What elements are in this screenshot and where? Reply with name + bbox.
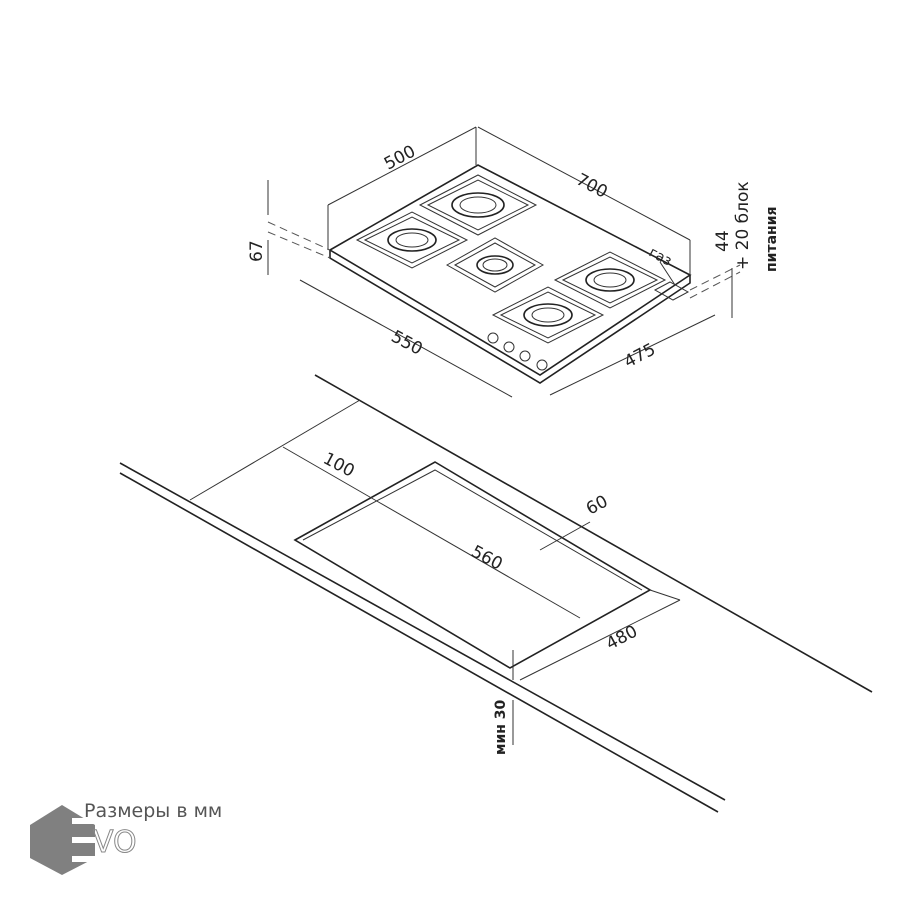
dim-60: 60 (583, 492, 611, 520)
countertop-back-edge (314, 374, 873, 693)
gas-connector (653, 281, 690, 301)
evo-logo: VO (30, 805, 137, 875)
hob-drawing (328, 164, 692, 384)
knob (536, 359, 548, 371)
dim-67: 67 (247, 240, 267, 262)
burner (445, 237, 545, 293)
dim-min-30: мин 30 (493, 699, 509, 755)
hob-dimension-lines (267, 126, 741, 398)
hob-edge (329, 250, 691, 384)
countertop-front-edge (119, 462, 726, 801)
burner (491, 286, 605, 344)
knob (487, 332, 499, 344)
dim-44: 44 (713, 230, 733, 252)
knob (503, 341, 515, 353)
cutout-inner-edge (302, 469, 643, 591)
dim-700: 700 (573, 170, 611, 203)
control-knobs (487, 332, 548, 371)
power-offset-label: + 20 блок (733, 181, 753, 270)
dim-480: 480 (603, 622, 641, 655)
dim-560: 560 (468, 542, 506, 575)
dim-550: 550 (388, 327, 426, 360)
units-caption: Размеры в мм (84, 800, 223, 822)
dim-500: 500 (381, 142, 419, 175)
burner (355, 211, 469, 269)
svg-text:VO: VO (93, 825, 137, 860)
power-label: питания (764, 206, 780, 272)
countertop-front-lower-edge (119, 472, 719, 813)
burner (418, 174, 538, 236)
dim-100: 100 (320, 449, 358, 482)
burner-grates (355, 174, 667, 344)
gas-label: газ (646, 244, 674, 269)
cutout (293, 461, 652, 669)
knob (519, 350, 531, 362)
burner (553, 251, 667, 309)
countertop-drawing (119, 374, 873, 813)
